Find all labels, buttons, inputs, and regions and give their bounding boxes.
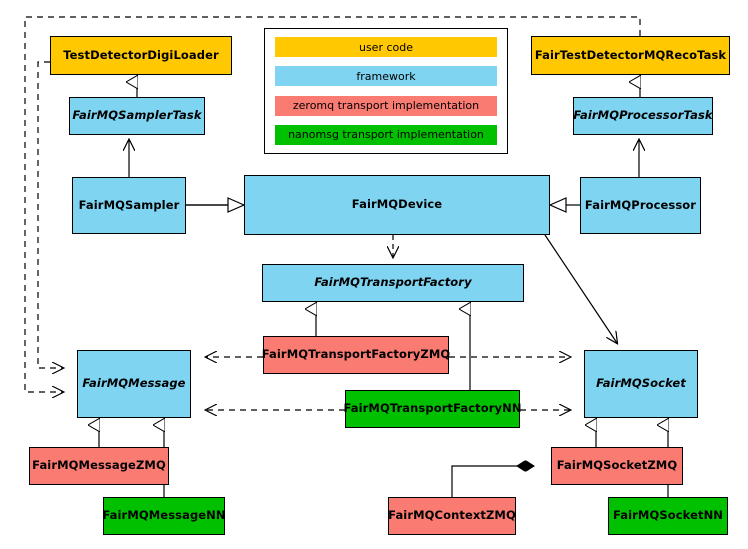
class-node-fairmqdevice[interactable]: FairMQDevice	[244, 175, 550, 235]
edge-digiloader-to-message	[37, 61, 63, 368]
class-node-fairmqcontextzmq[interactable]: FairMQContextZMQ	[388, 497, 516, 535]
class-node-fairmqprocessor[interactable]: FairMQProcessor	[580, 177, 701, 234]
color-legend: user code framework zeromq transport imp…	[264, 28, 508, 154]
class-node-fairmqsampler[interactable]: FairMQSampler	[72, 177, 186, 234]
class-node-testdetectordigiloader[interactable]: TestDetectorDigiLoader	[50, 36, 232, 75]
legend-item-zeromq: zeromq transport implementation	[275, 95, 497, 116]
class-node-fairmqmessage[interactable]: FairMQMessage	[77, 350, 191, 418]
edge-device-to-socket	[544, 234, 617, 343]
class-node-fairmqtransportfactorynn[interactable]: FairMQTransportFactoryNN	[343, 390, 521, 428]
class-node-fairmqsamplertask[interactable]: FairMQSamplerTask	[69, 97, 205, 135]
class-node-fairmqprocessortask[interactable]: FairMQProcessorTask	[573, 97, 713, 135]
class-node-fairmqsocketnn[interactable]: FairMQSocketNN	[608, 497, 728, 535]
class-node-fairmqmessagenn[interactable]: FairMQMessageNN	[102, 497, 226, 535]
legend-item-user-code: user code	[275, 37, 497, 57]
class-node-fairmqsocket[interactable]: FairMQSocket	[584, 350, 698, 418]
legend-item-nanomsg: nanomsg transport implementation	[275, 124, 497, 145]
edge-socketzmq-composes-contextzmq	[451, 466, 534, 497]
legend-item-framework: framework	[275, 66, 497, 87]
class-node-fairmqsocketzmq[interactable]: FairMQSocketZMQ	[551, 447, 683, 485]
class-node-fairtestdetectormqrecotask[interactable]: FairTestDetectorMQRecoTask	[531, 36, 730, 75]
class-node-fairmqmessagezmq[interactable]: FairMQMessageZMQ	[29, 447, 169, 485]
class-node-fairmqtransportfactoryzmq[interactable]: FairMQTransportFactoryZMQ	[262, 336, 450, 374]
edge-sampler-to-device-head	[186, 197, 246, 213]
edge-processor-to-device	[548, 197, 580, 213]
class-node-fairmqtransportfactory[interactable]: FairMQTransportFactory	[262, 264, 524, 302]
